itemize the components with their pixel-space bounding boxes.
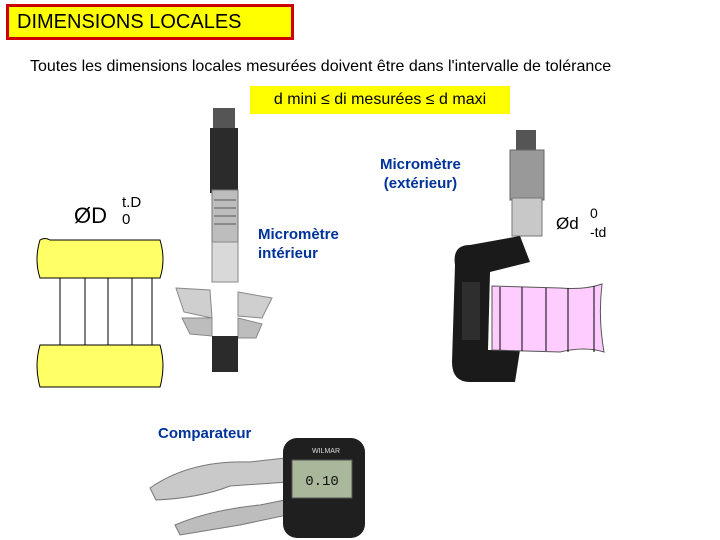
label-micrometre-interieur: Micromètre intérieur	[258, 225, 339, 263]
bore-diameter-symbol: ØD	[74, 203, 107, 228]
label-micrometre-exterieur: Micromètre (extérieur)	[380, 155, 461, 193]
label-line: intérieur	[258, 245, 319, 262]
bore-measure-lines	[59, 278, 153, 345]
shaft-measure-lines	[499, 286, 595, 352]
bore-bottom-wall	[36, 344, 164, 388]
title-box: DIMENSIONS LOCALES	[6, 4, 294, 40]
inside-micrometer-image	[175, 108, 273, 372]
bore-section	[36, 238, 164, 388]
shaft-diameter-symbol: Ød	[556, 214, 579, 233]
page-title: DIMENSIONS LOCALES	[17, 10, 242, 33]
tolerance-formula: d mini ≤ di mesurées ≤ d maxi	[250, 86, 510, 114]
subtitle: Toutes les dimensions locales mesurées d…	[30, 58, 612, 75]
gauge-brand: WILMAR	[312, 448, 340, 455]
outside-micrometer-image	[452, 130, 545, 382]
gauge-reading: 0.10	[305, 474, 339, 490]
shaft-tolerance-lower: -td	[590, 224, 607, 240]
shaft-section	[491, 283, 605, 353]
label-comparateur: Comparateur	[158, 425, 252, 442]
shaft-tolerance-upper: 0	[590, 205, 598, 221]
label-line: (extérieur)	[383, 175, 458, 192]
bore-tolerance-upper: t.D	[122, 194, 142, 211]
bore-tolerance-lower: 0	[122, 211, 131, 228]
label-line: Micromètre	[380, 156, 461, 173]
shaft-body	[491, 283, 605, 353]
comparator-image: 0.10 WILMAR	[149, 438, 365, 538]
label-line: Micromètre	[258, 226, 339, 243]
bore-top-wall	[36, 238, 164, 279]
